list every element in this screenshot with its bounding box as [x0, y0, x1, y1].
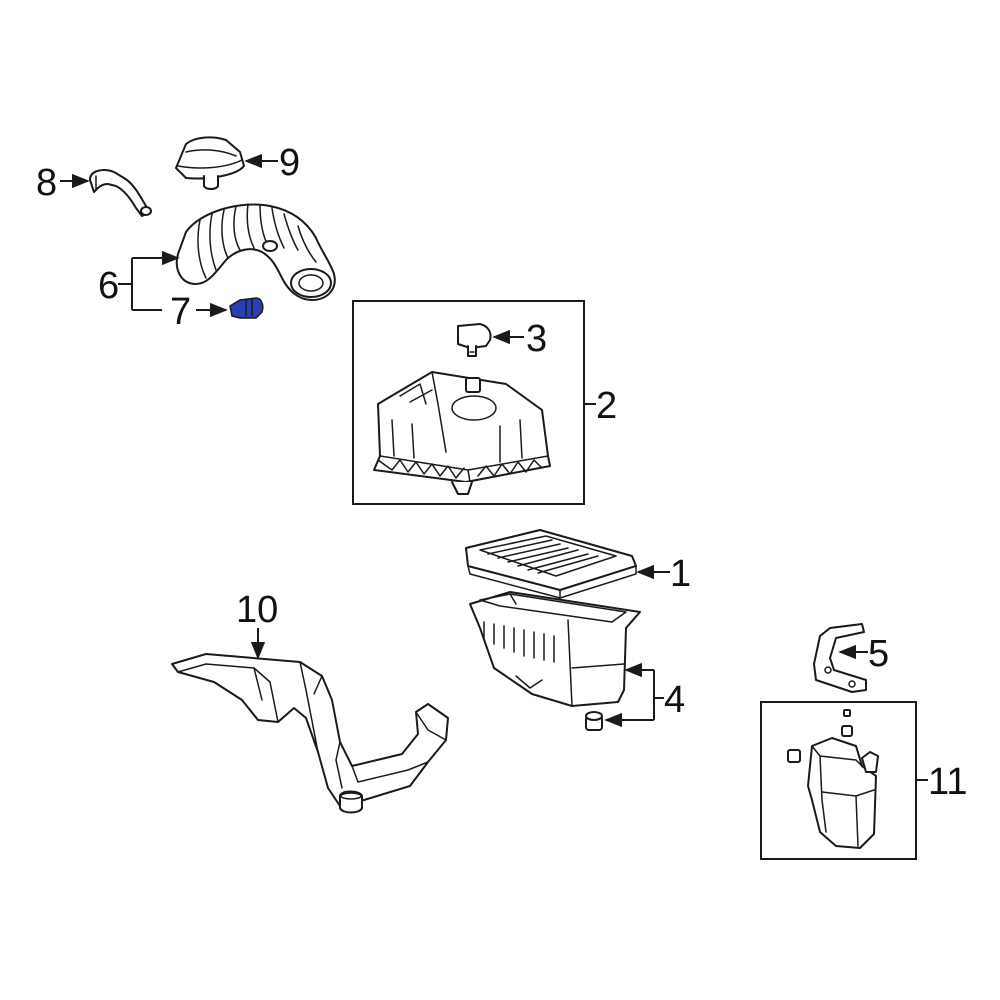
part-8-hose[interactable] [89, 169, 152, 217]
box-part-2 [352, 300, 585, 505]
callout-8: 8 [36, 162, 57, 204]
callout-5: 5 [868, 633, 889, 675]
part-5-bracket[interactable] [813, 623, 867, 693]
callout-4: 4 [664, 679, 685, 721]
callout-1: 1 [670, 553, 691, 595]
bracket-6-7 [118, 250, 228, 318]
callout-9: 9 [279, 142, 300, 184]
part-10-inlet-duct[interactable] [171, 653, 449, 814]
callout-6: 6 [98, 265, 119, 307]
part-9-resonator[interactable] [175, 136, 245, 190]
part-4-drain-plug[interactable] [585, 711, 603, 731]
callout-2: 2 [596, 385, 617, 427]
part-1-air-filter[interactable] [465, 529, 637, 599]
bracket-4 [604, 662, 664, 728]
callout-3: 3 [526, 318, 547, 360]
callout-10: 10 [236, 589, 278, 631]
part-2-upper-housing[interactable] [373, 371, 551, 495]
part-11-reservoir[interactable] [787, 709, 879, 849]
callout-11: 11 [928, 761, 967, 803]
part-3-sensor[interactable] [457, 323, 492, 357]
part-4-lower-case[interactable] [469, 591, 641, 707]
part-6-intake-hose[interactable] [175, 203, 336, 301]
callout-7: 7 [170, 291, 191, 333]
part-7-clamp[interactable] [229, 297, 264, 319]
